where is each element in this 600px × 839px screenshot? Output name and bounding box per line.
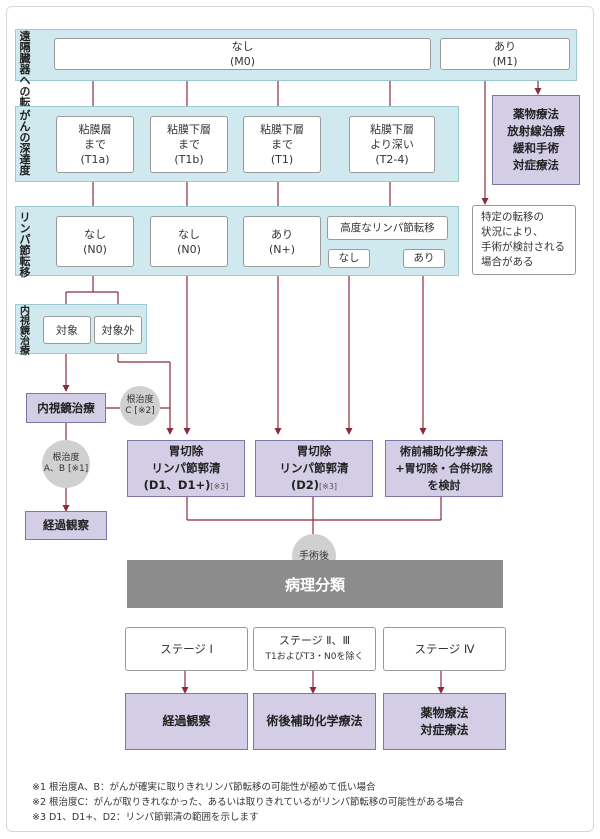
curability-ab-note: A、B [※1] (43, 464, 89, 474)
depth-line: まで (271, 138, 293, 151)
curability-c-label: 根治度 (126, 395, 154, 405)
surgery-d2-box: 胃切除 リンパ節郭清 (D2)[※3] (255, 440, 373, 497)
lymph-label: なし (178, 227, 200, 241)
lymph-nplus-box: あり (N+) (243, 216, 321, 267)
lymph-advanced-yes-label: あり (413, 252, 435, 264)
stage-treatment-line: 薬物療法 (420, 705, 469, 720)
endoscopic-nontarget-box: 対象外 (94, 316, 142, 344)
depth-code: (T1) (270, 153, 294, 166)
curability-ab-circle: 根治度 A、B [※1] (42, 440, 90, 488)
lymph-code: (N0) (177, 242, 201, 256)
surgery-line: リンパ節郭清 (279, 460, 349, 475)
m0-box: なし (M0) (54, 38, 431, 70)
endoscopic-band-label: 内視鏡治療 (20, 306, 30, 357)
lymph-n0-box-2: なし (N0) (150, 216, 228, 267)
m1-box: あり (M1) (440, 38, 570, 70)
depth-t1a-box: 粘膜層 まで (T1a) (56, 116, 134, 173)
surgery-footnote-ref: [※3] (319, 481, 338, 491)
m1-code: (M1) (492, 55, 518, 68)
lymph-advanced-title: 高度なリンパ節転移 (340, 221, 435, 234)
surgery-line: 術前補助化学療法 (400, 445, 488, 458)
depth-line: まで (178, 138, 200, 151)
endoscopic-treatment-label: 内視鏡治療 (37, 400, 95, 415)
after-surgery-label: 手術後 (299, 550, 329, 562)
stage-treatment-line: 対症療法 (420, 722, 469, 737)
stage-4-treatment-box: 薬物療法 対症療法 (383, 693, 506, 750)
treatment-line: 薬物療法 (513, 107, 559, 121)
pathology-label: 病理分類 (284, 575, 345, 594)
lymph-code: (N0) (83, 242, 107, 256)
m1-treatment-box: 薬物療法 放射線治療 緩和手術 対症療法 (492, 95, 580, 185)
m0-code: (M0) (229, 55, 256, 68)
surgery-line: 胃切除 (168, 443, 204, 458)
lymph-advanced-yes: あり (403, 249, 445, 268)
curability-c-note: C [※2] (125, 406, 155, 416)
surgery-extent: (D1、D1+) (143, 477, 211, 492)
stage-exclusion: T1およびT3・N0を除く (265, 652, 364, 662)
m1-label: あり (494, 40, 516, 53)
note-line: 場合がある (481, 256, 534, 268)
stage-label: ステージ Ⅰ (160, 641, 213, 656)
footnote-3: ※3 D1、D1+、D2：リンパ節郭清の範囲を示します (32, 812, 259, 823)
stage-2-3-treatment-box: 術後補助化学療法 (253, 693, 376, 750)
lymph-code: (N+) (268, 242, 296, 256)
surgery-d1-box: 胃切除 リンパ節郭清 (D1、D1+)[※3] (127, 440, 245, 497)
depth-code: (T1a) (80, 153, 110, 166)
stage-treatment-line: 術後補助化学療法 (266, 714, 363, 728)
curability-ab-label: 根治度 (52, 453, 80, 463)
surgery-line: 胃切除 (296, 443, 332, 458)
lymph-n0-box-1: なし (N0) (56, 216, 134, 267)
surgery-line: を検討 (427, 479, 461, 492)
lymph-advanced-box: 高度なリンパ節転移 (327, 216, 448, 240)
lymph-band-label: リンパ節転移 (19, 211, 31, 279)
stage-1-box: ステージ Ⅰ (125, 627, 248, 671)
depth-code: (T2-4) (375, 153, 409, 166)
pathology-bar: 病理分類 (127, 560, 503, 608)
treatment-line: 緩和手術 (513, 141, 559, 155)
endoscopic-nontarget-label: 対象外 (101, 323, 135, 337)
footnote-2: ※2 根治度C：がんが取りきれなかった、あるいは取りきれているがリンパ節転移の可… (32, 797, 464, 808)
depth-line: 粘膜下層 (370, 123, 414, 136)
stage-1-treatment-box: 経過観察 (125, 693, 248, 750)
surgery-neoadjuvant-box: 術前補助化学療法 +胃切除・合併切除 を検討 (385, 440, 503, 497)
footnote-1: ※1 根治度A、B：がんが確実に取りきれリンパ節転移の可能性が極めて低い場合 (32, 782, 376, 793)
depth-t2-4-box: 粘膜下層 より深い (T2-4) (349, 116, 435, 173)
follow-up-box: 経過観察 (25, 511, 107, 540)
m1-note-box: 特定の転移の 状況により、 手術が検討される 場合がある (472, 205, 576, 275)
note-line: 状況により、 (481, 226, 544, 238)
note-line: 特定の転移の (481, 211, 544, 223)
surgery-footnote-ref: [※3] (210, 481, 229, 491)
m0-label: なし (231, 40, 254, 53)
depth-t1-box: 粘膜下層 まで (T1) (243, 116, 321, 173)
depth-line: 粘膜下層 (260, 123, 304, 136)
lymph-label: なし (84, 227, 106, 241)
depth-line: より深い (370, 138, 414, 151)
surgery-line: +胃切除・合併切除 (395, 462, 493, 475)
stage-2-3-box: ステージ Ⅱ、Ⅲ T1およびT3・N0を除く (253, 627, 376, 671)
depth-line: まで (84, 138, 106, 151)
note-line: 手術が検討される (481, 241, 565, 253)
stage-4-box: ステージ Ⅳ (383, 627, 506, 671)
treatment-line: 対症療法 (513, 158, 559, 172)
lymph-advanced-no-label: なし (338, 252, 360, 264)
stage-label: ステージ Ⅱ、Ⅲ (278, 634, 351, 647)
curability-c-circle: 根治度 C [※2] (120, 386, 160, 426)
lymph-advanced-no: なし (328, 249, 370, 268)
stage-label: ステージ Ⅳ (414, 641, 475, 656)
depth-band-label: がんの深達度 (19, 109, 31, 177)
endoscopic-target-label: 対象 (56, 323, 78, 337)
treatment-line: 放射線治療 (507, 124, 565, 138)
endoscopic-treatment-box: 内視鏡治療 (26, 393, 106, 423)
diagram-frame (6, 6, 594, 832)
depth-line: 粘膜層 (78, 123, 112, 136)
endoscopic-target-box: 対象 (43, 316, 91, 344)
lymph-label: あり (271, 227, 293, 241)
depth-code: (T1b) (174, 153, 204, 166)
surgery-extent: (D2) (290, 477, 319, 492)
depth-line: 粘膜下層 (167, 123, 211, 136)
stage-treatment-line: 経過観察 (162, 714, 211, 728)
depth-t1b-box: 粘膜下層 まで (T1b) (150, 116, 228, 173)
surgery-line: リンパ節郭清 (151, 460, 221, 475)
follow-up-label: 経過観察 (43, 518, 89, 532)
